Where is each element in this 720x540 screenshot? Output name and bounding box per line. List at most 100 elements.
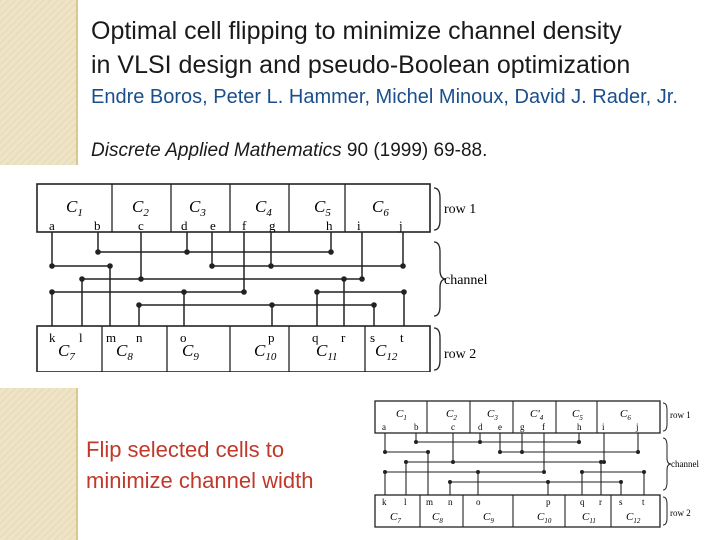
channel-routing-figure-flipped: C1 C2 C3 C'4 C5 C6 a b c d e g f h i j k… [374, 400, 699, 528]
pin-label-j: j [398, 218, 403, 233]
row-2-label: row 2 [444, 347, 476, 362]
pin-label-l: l [404, 497, 407, 507]
decorative-side-panel [0, 0, 76, 165]
cell-label-c2: C2 [132, 197, 149, 219]
cell-label-c8: C8 [432, 511, 443, 525]
top-row-cells-flipped: C1 C2 C3 C'4 C5 C6 a b c d e g f h i j [374, 400, 661, 434]
title-line-2: in VLSI design and pseudo-Boolean optimi… [91, 51, 631, 79]
row-annotations-flipped: row 1 channel row 2 [662, 402, 699, 526]
pin-label-m: m [426, 497, 433, 507]
pin-label-i: i [357, 218, 361, 233]
cell-label-c5: C5 [572, 408, 583, 422]
cell-label-c11: C11 [316, 341, 338, 363]
pin-label-s: s [619, 497, 623, 507]
row-2-label: row 2 [670, 508, 691, 518]
bottom-row-frame [36, 325, 431, 372]
pin-label-n: n [136, 330, 143, 345]
cell-label-c12: C12 [626, 511, 641, 525]
pin-label-q: q [312, 330, 319, 345]
pin-label-g: g [269, 218, 276, 233]
pin-label-c: c [451, 422, 455, 432]
caption-line-2: minimize channel width [86, 468, 314, 493]
row-annotations: row 1 channel row 2 [433, 187, 488, 371]
bottom-row-frame [374, 494, 661, 528]
channel-wires-flipped [384, 433, 645, 495]
paper-citation: Discrete Applied Mathematics 90 (1999) 6… [91, 139, 711, 163]
slide-title: Optimal cell flipping to minimize channe… [91, 14, 711, 82]
cell-label-c9: C9 [182, 341, 199, 363]
pin-label-a: a [49, 218, 55, 233]
cell-label-c4: C4 [255, 197, 272, 219]
pin-label-l: l [79, 330, 83, 345]
wire-junctions-flipped [383, 440, 646, 484]
pin-label-o: o [180, 330, 187, 345]
pin-label-e: e [210, 218, 216, 233]
pin-label-r: r [341, 330, 346, 345]
cell-label-c10: C10 [254, 341, 277, 363]
pin-label-b: b [414, 422, 419, 432]
top-row-frame [36, 183, 431, 233]
pin-label-o: o [476, 497, 481, 507]
cell-label-c6: C6 [372, 197, 389, 219]
pin-label-b: b [94, 218, 101, 233]
pin-label-k: k [382, 497, 387, 507]
pin-label-c: c [138, 218, 144, 233]
decorative-rule-lower [76, 388, 78, 540]
row-1-label: row 1 [444, 202, 476, 217]
channel-routing-figure-original: C1 C2 C3 C4 C5 C6 a b c d e f g h i j k … [36, 183, 488, 372]
cell-label-c7: C7 [58, 341, 75, 363]
cell-label-c2: C2 [446, 408, 457, 422]
pin-label-r: r [599, 497, 602, 507]
pin-label-k: k [49, 330, 56, 345]
top-row-cells: C1 C2 C3 C4 C5 C6 a b c d e f g h i j [36, 183, 431, 233]
pin-label-d: d [181, 218, 188, 233]
flip-caption: Flip selected cells to minimize channel … [86, 434, 376, 496]
cell-label-c1: C1 [66, 197, 83, 219]
pin-label-j: j [635, 422, 639, 432]
pin-label-p: p [268, 330, 275, 345]
pin-label-f: f [242, 218, 247, 233]
pin-label-h: h [326, 218, 333, 233]
pin-label-i: i [602, 422, 605, 432]
cell-label-c11: C11 [582, 511, 596, 525]
journal-name: Discrete Applied Mathematics [91, 140, 342, 161]
citation-volume-pages: 90 (1999) 69-88. [341, 140, 488, 161]
wire-junctions [49, 249, 407, 308]
pin-label-g: g [520, 422, 525, 432]
channel-wires [51, 232, 405, 326]
pin-label-f: f [542, 422, 545, 432]
top-row-frame [374, 400, 661, 434]
cell-label-c12: C12 [375, 341, 398, 363]
pin-label-n: n [448, 497, 453, 507]
decorative-side-panel-lower [0, 388, 76, 540]
pin-label-m: m [106, 330, 116, 345]
cell-label-c3: C3 [487, 408, 498, 422]
cell-label-c7: C7 [390, 511, 401, 525]
pin-label-d: d [478, 422, 483, 432]
row-1-label: row 1 [670, 410, 691, 420]
cell-label-c5: C5 [314, 197, 331, 219]
pin-label-p: p [546, 497, 551, 507]
caption-line-1: Flip selected cells to [86, 437, 285, 462]
cell-label-c10: C10 [537, 511, 552, 525]
cell-label-c8: C8 [116, 341, 133, 363]
pin-label-t: t [400, 330, 404, 345]
pin-label-t: t [642, 497, 645, 507]
cell-label-c4-flipped: C'4 [530, 408, 544, 422]
decorative-rule [76, 0, 78, 165]
pin-label-a: a [382, 422, 386, 432]
pin-label-h: h [577, 422, 582, 432]
pin-label-q: q [580, 497, 585, 507]
bottom-row-cells-flipped: k l m n o p q r s t C7 C8 C9 C10 C11 C12 [374, 494, 661, 528]
channel-label: channel [444, 273, 488, 288]
cell-label-c9: C9 [483, 511, 494, 525]
cell-label-c1: C1 [396, 408, 407, 422]
cell-label-c3: C3 [189, 197, 206, 219]
channel-label: channel [671, 459, 699, 469]
paper-authors: Endre Boros, Peter L. Hammer, Michel Min… [91, 86, 678, 108]
pin-label-e: e [498, 422, 502, 432]
cell-label-c6: C6 [620, 408, 631, 422]
pin-label-s: s [370, 330, 375, 345]
bottom-row-cells: k l m n o p q r s t C7 C8 C9 C10 C11 C12 [36, 325, 431, 372]
title-line-1: Optimal cell flipping to minimize channe… [91, 17, 622, 45]
